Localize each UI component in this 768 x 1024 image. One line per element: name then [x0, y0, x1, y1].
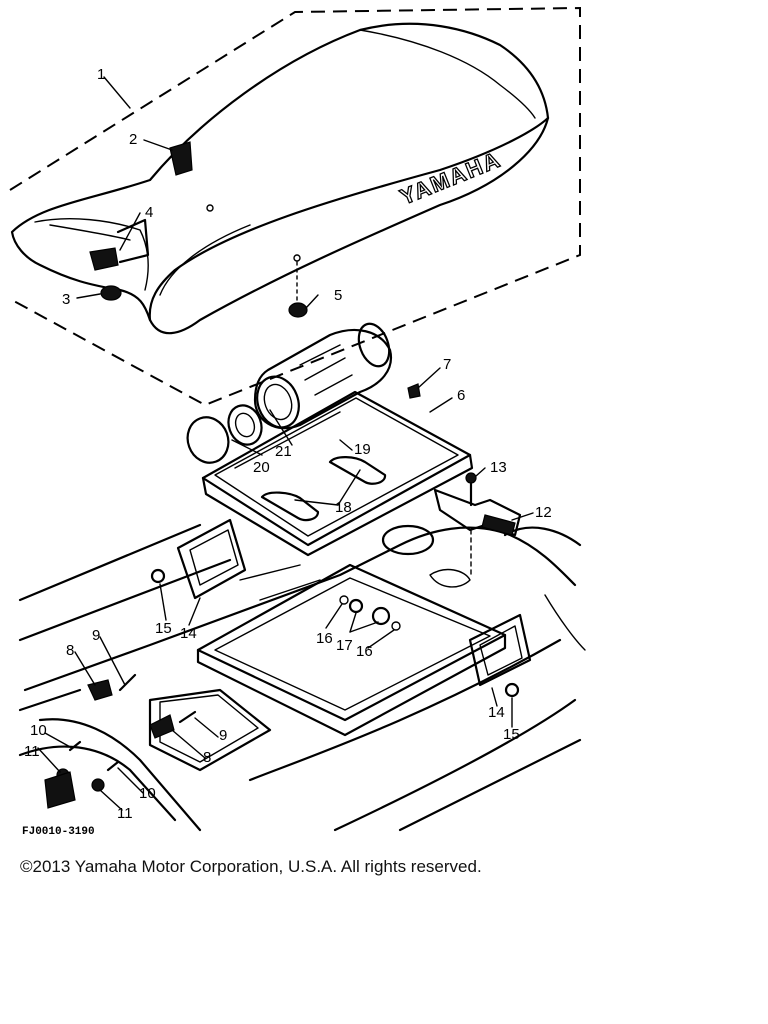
callout-14a: 14 [180, 625, 197, 642]
callout-13: 13 [490, 459, 507, 476]
drawing-code: FJ0010-3190 [22, 826, 95, 838]
callout-1: 1 [97, 66, 105, 83]
callout-12: 12 [535, 504, 552, 521]
callout-4: 4 [145, 204, 153, 221]
callout-20: 20 [253, 459, 270, 476]
callout-16b: 16 [356, 643, 373, 660]
deck [18, 472, 586, 832]
callout-10b: 10 [139, 785, 156, 802]
seat-assembly-boundary [9, 6, 581, 407]
callout-9a: 9 [92, 627, 100, 644]
callout-16a: 16 [316, 630, 333, 647]
callout-10a: 10 [30, 722, 47, 739]
callout-15a: 15 [155, 620, 172, 637]
callout-5: 5 [334, 287, 342, 304]
copyright-notice: ©2013 Yamaha Motor Corporation, U.S.A. A… [20, 857, 482, 876]
callout-2: 2 [129, 131, 137, 148]
callout-9b: 9 [219, 727, 227, 744]
callout-7: 7 [443, 356, 451, 373]
callout-18: 18 [335, 499, 352, 516]
leader-lines [37, 76, 534, 811]
callout-19: 19 [354, 441, 371, 458]
callout-3: 3 [62, 291, 70, 308]
callout-17: 17 [336, 637, 353, 654]
parts-exploded-diagram: YAMAHA [9, 6, 586, 838]
callouts: 1 2 3 4 5 6 7 8 8 9 9 10 10 11 11 12 13 … [24, 66, 552, 822]
callout-11a: 11 [24, 743, 40, 760]
callout-14b: 14 [488, 704, 505, 721]
callout-21: 21 [275, 443, 292, 460]
callout-15b: 15 [503, 726, 520, 743]
seat: YAMAHA [10, 22, 550, 335]
callout-11b: 11 [117, 805, 133, 822]
storage-lid [186, 322, 474, 557]
callout-8b: 8 [203, 749, 211, 766]
callout-6: 6 [457, 387, 465, 404]
callout-8a: 8 [66, 642, 74, 659]
